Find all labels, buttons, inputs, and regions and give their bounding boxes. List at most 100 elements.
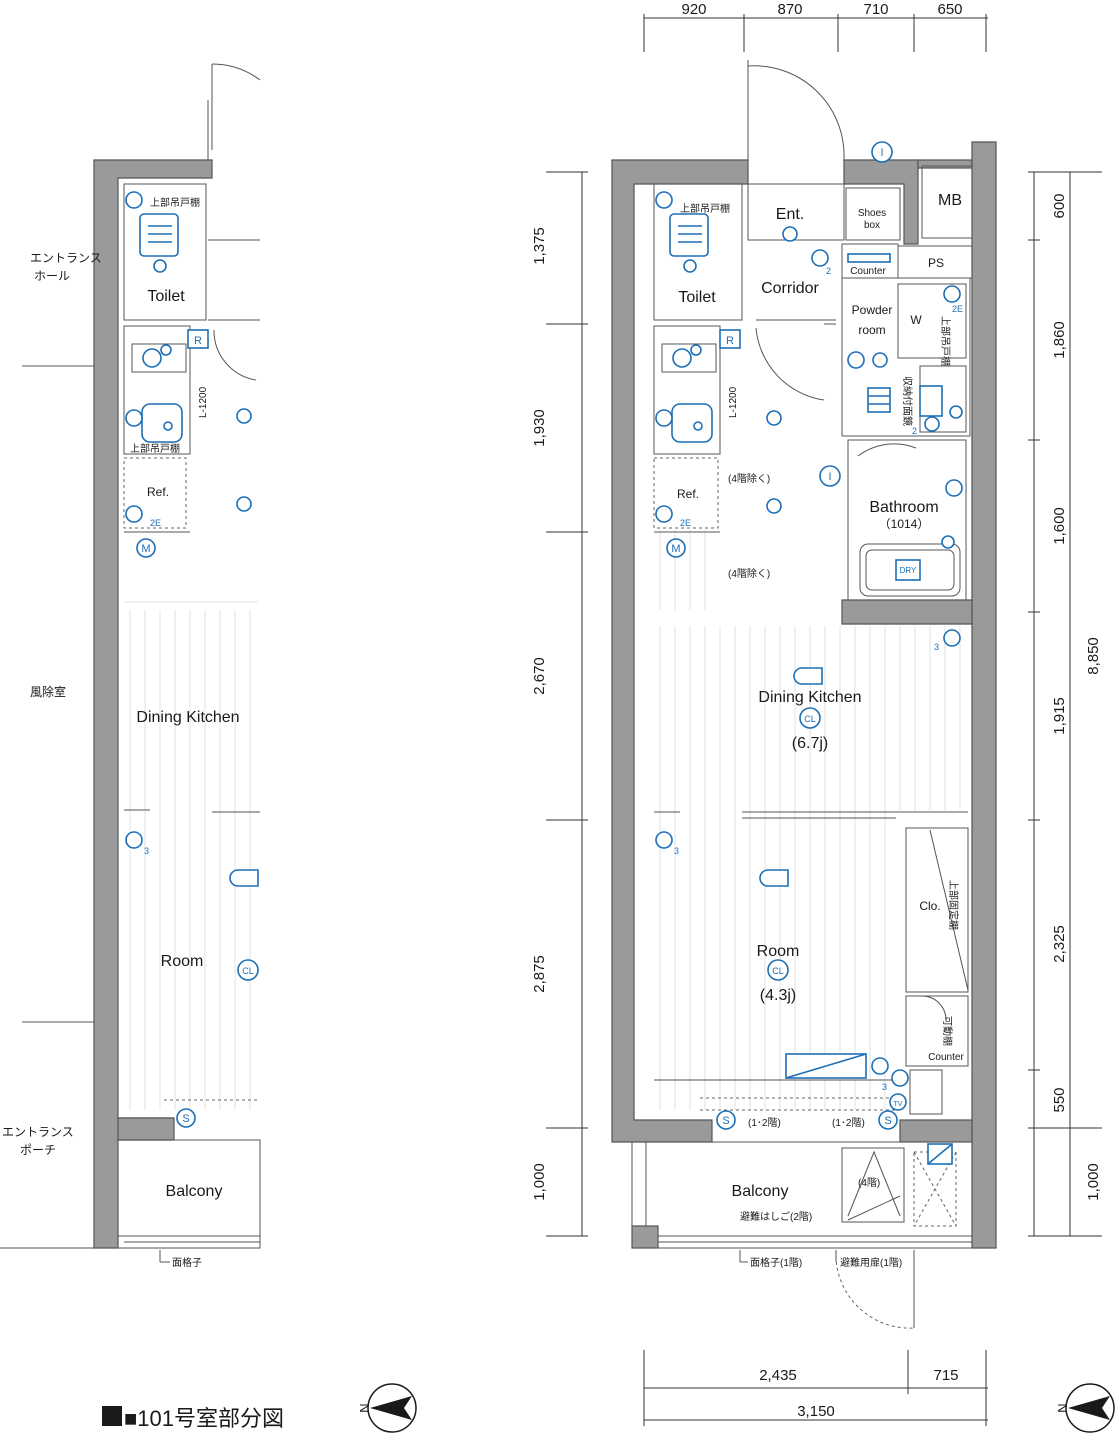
left-refrigerator-outlet-label: R — [194, 335, 202, 347]
right-balcony-outline — [631, 1141, 973, 1249]
right-dining-kitchen-label: Dining Kitchen — [758, 689, 861, 706]
left-dim-4: 2,875 — [531, 955, 548, 993]
right-dk-size-label: (6.7j) — [792, 735, 828, 752]
left-lattice-note: 面格子 — [172, 1256, 202, 1269]
right-east-wall — [971, 141, 997, 1249]
right-ref-label: Ref. — [677, 487, 699, 501]
left-counter-length-note: L-1200 — [198, 386, 209, 418]
left-toilet-bowl-icon — [139, 213, 179, 257]
right-intercom-label: I — [880, 147, 883, 159]
left-meter-icon — [136, 538, 156, 558]
left-balcony-label: Balcony — [166, 1183, 223, 1200]
left-2e-label: 2E — [150, 518, 161, 528]
bottom-dim-1: 2,435 — [759, 1367, 797, 1384]
right-intercom-label-2: I — [828, 471, 831, 483]
left-floor-boards — [124, 601, 258, 1110]
right-closet-counter-box — [909, 1069, 943, 1115]
right-closet-upper — [905, 827, 969, 993]
right-outer-wall — [611, 159, 749, 1143]
page-title: ■101号室部分図 — [124, 1406, 284, 1431]
left-dim-2: 1,930 — [531, 409, 548, 447]
right-floor-boards — [659, 530, 961, 1110]
right-room-label: Room — [757, 943, 800, 960]
right-tv-outlet-label: TV — [894, 1101, 903, 1108]
right-movable-shelf-note: 可動棚 — [941, 1016, 954, 1046]
right-floor4-note: (4階) — [858, 1177, 880, 1189]
left-ref-space — [123, 457, 187, 529]
right-escape-door-note: 避難用扉(1階) — [840, 1256, 902, 1269]
right-mb-outline — [921, 165, 973, 239]
left-meter-label: M — [141, 543, 150, 555]
right-intercom-icon-2 — [819, 465, 841, 487]
right-toilet-bowl-icon — [669, 213, 709, 257]
right-counter-top-label: Counter — [850, 266, 886, 277]
left-upper-cabinet-note-1: 上部吊戸棚 — [150, 196, 200, 209]
right-refrigerator-outlet-icon — [719, 329, 741, 349]
right-powder-room-outline — [841, 277, 971, 437]
left-dim-3: 2,670 — [531, 657, 548, 695]
right-dim-2: 1,860 — [1051, 321, 1068, 359]
right-counter-light-icon — [847, 253, 891, 263]
right-outlet-icons — [655, 191, 963, 1087]
right-sleeve-label-2: S — [884, 1115, 891, 1127]
right-toilet-outline — [653, 183, 743, 321]
right-meter-icon — [666, 538, 686, 558]
right-upper-fixed-shelf-note: 上部固定棚 — [947, 880, 960, 930]
left-entrance-porch-label-1: エントランス — [2, 1125, 74, 1139]
right-lattice-1f-note: 面格子(1階) — [750, 1256, 802, 1269]
left-outlet-icons — [125, 191, 259, 887]
left-upper-cabinet-note-2: 上部吊戸棚 — [130, 442, 180, 455]
right-mb-top-wall — [917, 159, 973, 169]
left-sink-icon — [141, 403, 183, 443]
right-counter-bottom-label: Counter — [928, 1052, 964, 1063]
right-escape-hatch — [841, 1147, 905, 1223]
right-dim-total: 8,850 — [1085, 637, 1102, 675]
right-2-label-1: 2 — [826, 266, 831, 276]
right-closet-lower — [905, 995, 969, 1067]
left-entrance-hall-label-1: エントランス — [30, 251, 102, 265]
right-2-label-2: 2 — [912, 426, 917, 436]
right-basin-icon — [919, 385, 943, 417]
right-dim-1: 600 — [1051, 193, 1068, 218]
left-ceiling-light-icon — [237, 959, 259, 981]
right-sleeve-label-1: S — [722, 1115, 729, 1127]
right-excl-4f-note-1: (4階除く) — [728, 472, 770, 485]
right-sleeve-icon-1 — [716, 1110, 736, 1130]
right-balcony-label: Balcony — [732, 1183, 789, 1200]
right-floor12-note-b: (1･2階) — [832, 1117, 865, 1129]
right-bathtub-icon — [859, 543, 961, 597]
left-entrance-hall-label-2: ホール — [34, 269, 70, 283]
right-intercom-icon — [871, 141, 893, 163]
top-dim-4: 650 — [937, 1, 962, 18]
right-meter-label: M — [671, 543, 680, 555]
right-excl-4f-note-2: (4階除く) — [728, 567, 770, 580]
right-escape-ladder-note: 避難はしご(2階) — [740, 1210, 812, 1223]
right-dk-ceiling-icon — [793, 667, 823, 685]
right-room-ceiling-icon — [759, 869, 789, 887]
compass-right-icon: N — [1055, 1383, 1115, 1433]
right-2e-label-1: 2E — [680, 518, 691, 528]
right-refrigerator-outlet-label: R — [726, 335, 734, 347]
right-floor12-note-a: (1･2階) — [748, 1117, 781, 1129]
right-bath-wall — [841, 599, 973, 625]
title-square-marker — [102, 1406, 122, 1426]
right-3-label-3: 3 — [882, 1082, 887, 1092]
right-burner-icon — [672, 348, 692, 368]
right-dry-label: DRY — [900, 566, 917, 575]
right-room-size-label: (4.3j) — [760, 987, 796, 1004]
right-dry-panel-icon — [895, 559, 921, 581]
right-shoes-label-1: Shoes — [858, 208, 886, 219]
left-kitchen-counter — [123, 325, 191, 455]
left-sleeve-label: S — [182, 1113, 189, 1125]
right-shoes-label-2: box — [864, 220, 880, 231]
left-burner-icon — [142, 348, 162, 368]
right-balcony-wall-east — [899, 1119, 973, 1143]
left-balcony-outline — [117, 1139, 261, 1249]
left-sleeve-icon — [176, 1108, 196, 1128]
top-dim-1: 920 — [681, 1, 706, 18]
left-windbreak-room-label: 風除室 — [30, 684, 66, 699]
left-dim-1: 1,375 — [531, 227, 548, 265]
right-counter-length-note: L-1200 — [728, 386, 739, 418]
left-ref-label: Ref. — [147, 485, 169, 499]
